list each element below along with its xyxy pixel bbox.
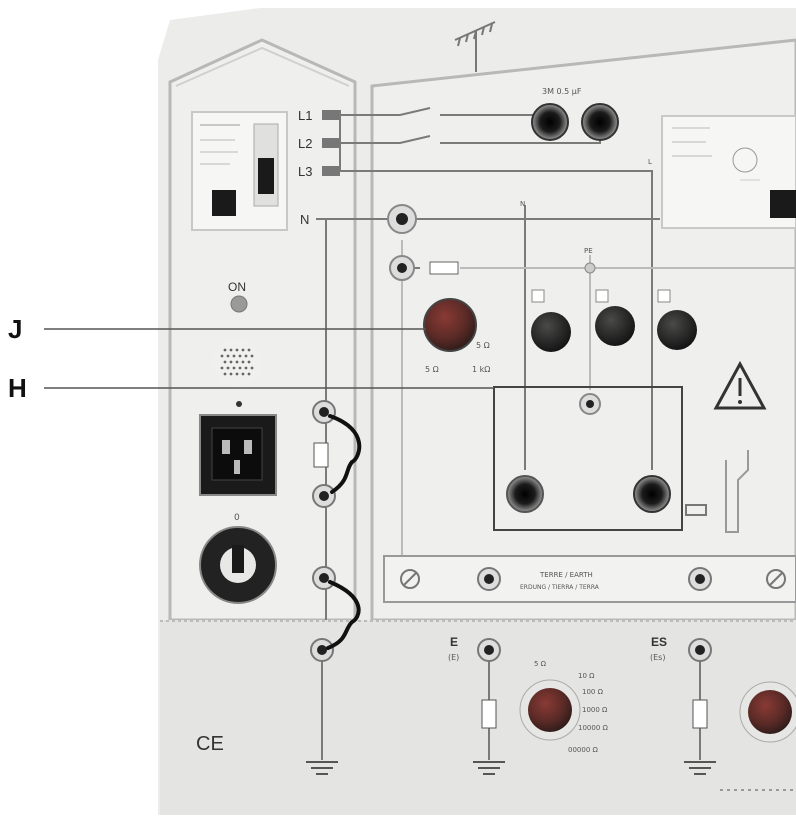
voltage-switch-label: 0 bbox=[234, 513, 240, 523]
left-sockets bbox=[310, 400, 336, 662]
e-dial-value-2: 100 Ω bbox=[582, 688, 604, 696]
warning-icon bbox=[713, 360, 767, 410]
lower-sockets bbox=[506, 475, 671, 513]
speaker-grille bbox=[213, 338, 261, 386]
top-sockets bbox=[531, 103, 619, 141]
earth-strip bbox=[383, 555, 796, 603]
bottom-sockets bbox=[477, 638, 712, 729]
callout-label-h: H bbox=[8, 373, 27, 403]
es-label: ES bbox=[651, 635, 667, 649]
neutral-label: N bbox=[300, 212, 309, 227]
socket-box-h bbox=[493, 386, 683, 531]
e-dial-value-1: 10 Ω bbox=[578, 672, 595, 680]
circuit-breaker bbox=[191, 111, 288, 231]
ground-icons bbox=[306, 761, 716, 775]
rcd-module bbox=[661, 115, 796, 229]
antenna-icon bbox=[454, 21, 496, 72]
on-label: ON bbox=[228, 280, 246, 294]
voltage-selector-knob bbox=[199, 526, 277, 604]
phase-terminals bbox=[322, 110, 340, 176]
jumper-wires bbox=[326, 414, 362, 650]
probe-graphic bbox=[685, 450, 749, 533]
on-indicator bbox=[230, 295, 248, 313]
phase-label-l1: L1 bbox=[298, 108, 312, 123]
earth-strip-label: TERRE / EARTH bbox=[539, 571, 593, 579]
power-inlet bbox=[199, 401, 277, 496]
e-dial-value-4: 10000 Ω bbox=[578, 724, 608, 732]
e-dial-value-0: 5 Ω bbox=[534, 660, 547, 668]
main-sockets bbox=[387, 204, 601, 415]
callout-label-j: J bbox=[8, 314, 23, 344]
rotary-knob-j: 5 Ω 5 Ω 1 kΩ bbox=[423, 298, 490, 374]
es-sub-label: (Es) bbox=[650, 653, 665, 662]
e-dial-value-3: 1000 Ω bbox=[582, 706, 608, 714]
svg-text:5 Ω: 5 Ω bbox=[425, 365, 439, 374]
l-small-label: L bbox=[648, 158, 652, 166]
e-dial-value-5: 00000 Ω bbox=[568, 746, 598, 754]
e-sub-label: (E) bbox=[448, 653, 459, 662]
top-capacitor-label: 3M 0.5 µF bbox=[542, 87, 582, 96]
pe-label: PE bbox=[584, 247, 593, 255]
n-small-label: N bbox=[520, 200, 525, 208]
ce-mark: CE bbox=[196, 733, 224, 755]
earth-strip-sublabel: ERDUNG / TIERRA / TERRA bbox=[520, 584, 600, 591]
phase-label-l2: L2 bbox=[298, 136, 312, 151]
switch-knobs bbox=[531, 289, 697, 352]
svg-text:1 kΩ: 1 kΩ bbox=[472, 365, 490, 374]
svg-text:5 Ω: 5 Ω bbox=[476, 341, 490, 350]
phase-label-l3: L3 bbox=[298, 164, 312, 179]
e-label: E bbox=[450, 635, 458, 649]
bottom-knobs bbox=[519, 679, 796, 743]
